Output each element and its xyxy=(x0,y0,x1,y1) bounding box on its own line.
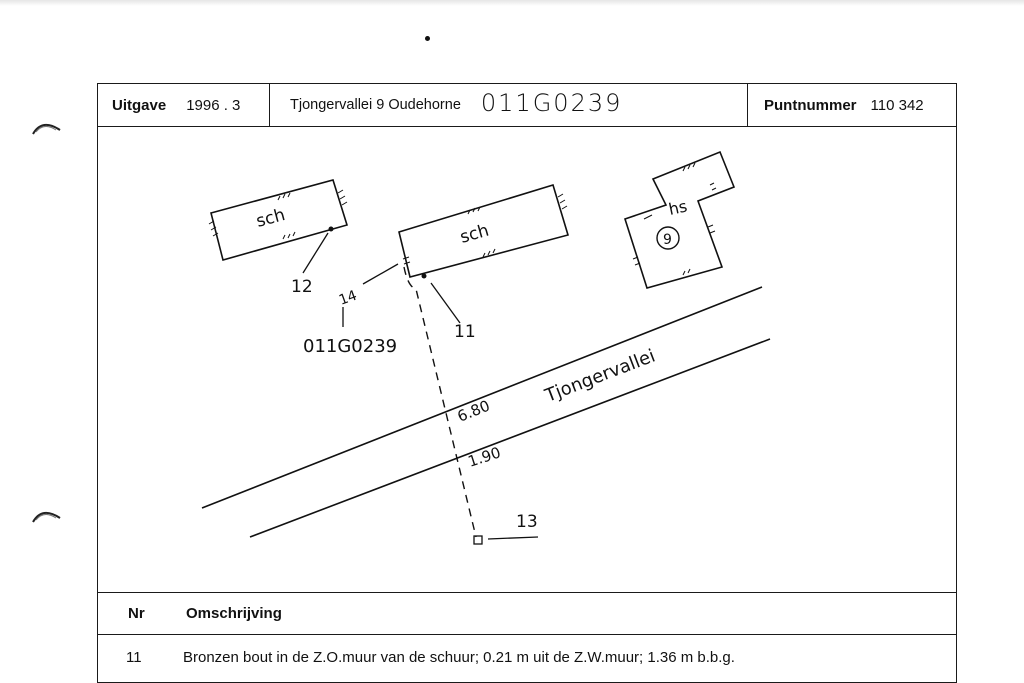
edition-value: 1996 . 3 xyxy=(186,96,241,114)
building-center-hatching xyxy=(402,193,568,265)
building-left xyxy=(210,179,349,261)
punch-hole-icon xyxy=(30,504,64,528)
distance-2-label: 1.90 xyxy=(466,443,503,470)
handwritten-code: 011G0239 xyxy=(480,89,623,117)
address-cell: Tjongervallei 9 Oudehorne 011G0239 xyxy=(270,84,748,126)
building-left-hatching xyxy=(208,189,348,240)
punch-hole-icon xyxy=(30,116,64,140)
column-header-description: Omschrijving xyxy=(186,605,282,622)
building-right-hatching xyxy=(632,162,717,276)
road-edge-north xyxy=(201,286,763,509)
point-11-label: 11 xyxy=(454,322,476,342)
column-header-nr: Nr xyxy=(128,605,145,622)
scan-speck xyxy=(425,36,430,41)
location-sketch: sch 12 sch 11 14 011G0239 6.80 1.90 xyxy=(201,150,771,545)
building-right xyxy=(623,150,736,289)
arrow-14 xyxy=(362,263,399,285)
building-center-label: sch xyxy=(458,221,491,248)
building-left-label: sch xyxy=(254,205,287,232)
row-description: Bronzen bout in de Z.O.muur van de schuu… xyxy=(183,649,735,666)
house-number-circle xyxy=(656,226,680,250)
edition-label: Uitgave xyxy=(112,96,167,114)
edition-cell: Uitgave 1996 . 3 xyxy=(98,84,270,126)
survey-sheet: Uitgave 1996 . 3 Tjongervallei 9 Oudehor… xyxy=(97,83,957,683)
house-number-label: 9 xyxy=(663,232,672,248)
distance-1-label: 6.80 xyxy=(455,397,493,426)
table-header: Nr Omschrijving xyxy=(98,592,956,635)
point-14-label: 14 xyxy=(337,288,359,309)
table-row: 11 Bronzen bout in de Z.O.muur van de sc… xyxy=(98,635,956,683)
point-12-label: 12 xyxy=(291,277,313,297)
row-nr: 11 xyxy=(126,649,142,666)
scan-top-shadow xyxy=(0,0,1024,6)
arrow-11 xyxy=(430,282,461,324)
point-13-label: 13 xyxy=(516,512,538,532)
sketch-handwritten-code: 011G0239 xyxy=(303,336,397,357)
point-13-marker xyxy=(473,535,483,545)
measurement-line xyxy=(403,266,477,538)
point-11-marker xyxy=(421,273,427,279)
arrow-13 xyxy=(487,536,539,540)
street-name-label: Tjongervallei xyxy=(541,345,658,407)
building-center xyxy=(398,184,570,278)
point-number-cell: Puntnummer 110 342 xyxy=(748,84,956,126)
point-12-marker xyxy=(328,226,334,232)
point-number-label: Puntnummer xyxy=(764,96,857,114)
arrow-12 xyxy=(302,232,329,274)
road-edge-south xyxy=(249,338,771,538)
sheet-header: Uitgave 1996 . 3 Tjongervallei 9 Oudehor… xyxy=(98,84,956,127)
building-right-label: hs xyxy=(667,196,689,218)
address-text: Tjongervallei 9 Oudehorne xyxy=(290,97,461,113)
point-number-value: 110 342 xyxy=(870,96,924,114)
